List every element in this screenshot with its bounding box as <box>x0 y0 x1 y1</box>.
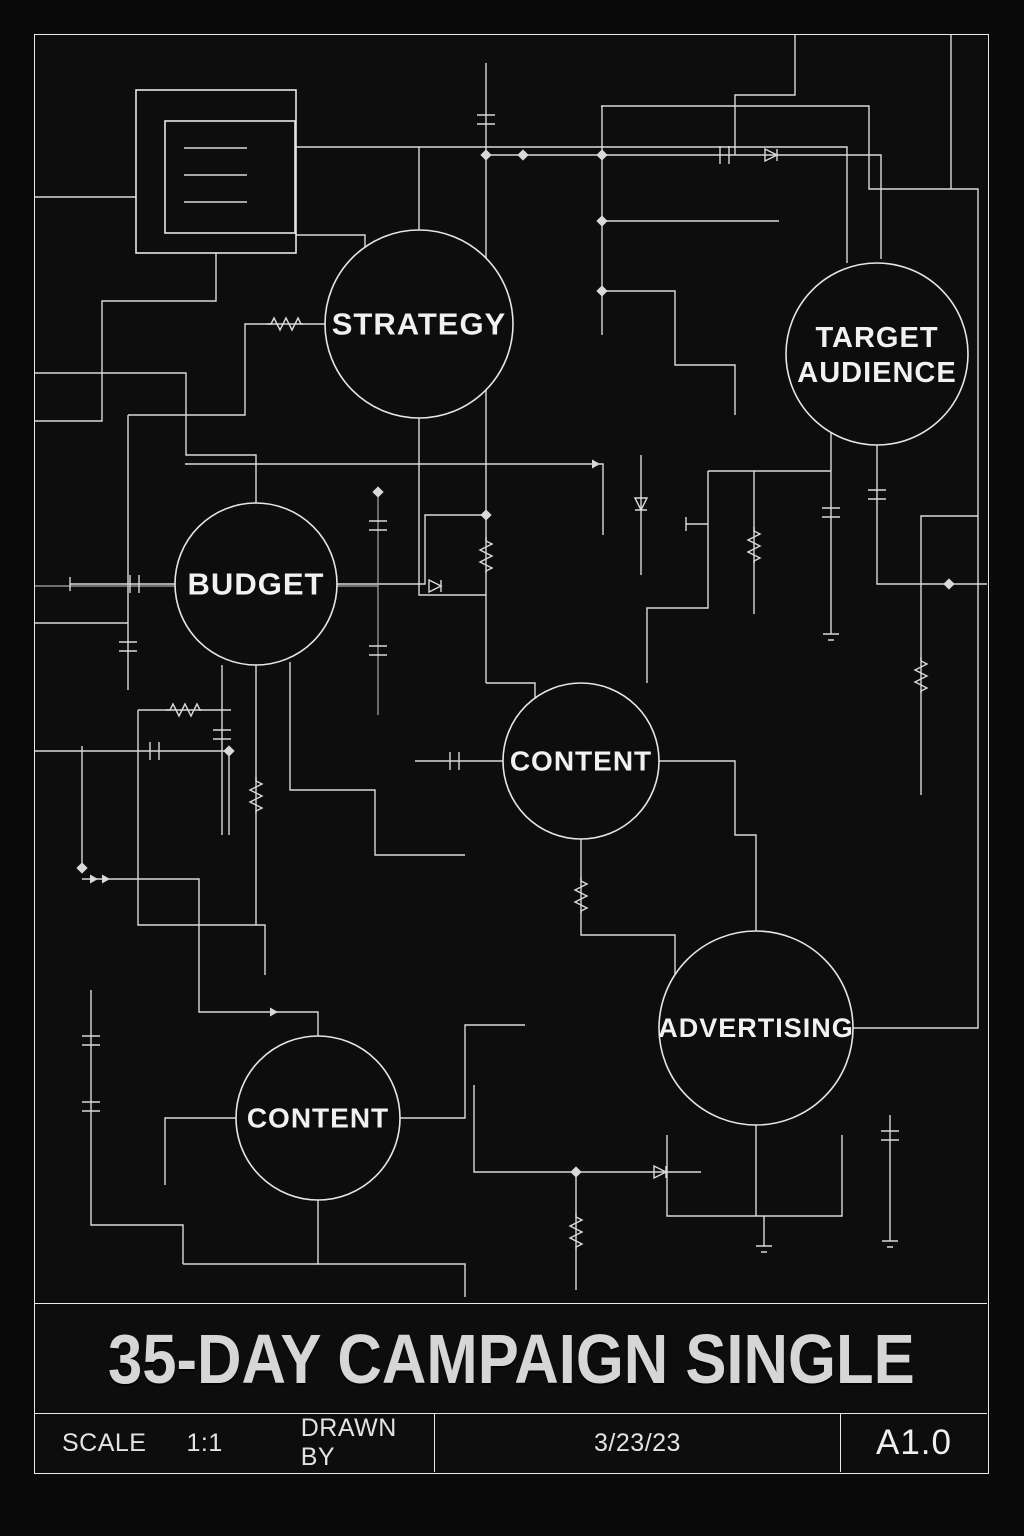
node-target-audience: TARGET AUDIENCE <box>785 262 969 446</box>
node-strategy: STRATEGY <box>324 229 514 419</box>
node-content-2-label: CONTENT <box>247 1103 389 1134</box>
document-icon <box>135 89 297 254</box>
node-target-audience-line2: AUDIENCE <box>797 357 956 389</box>
date-value: 3/23/23 <box>594 1428 681 1457</box>
node-strategy-label: STRATEGY <box>332 307 507 342</box>
date-cell: 3/23/23 <box>435 1414 841 1472</box>
sheet-number: A1.0 <box>876 1423 952 1462</box>
schematic-drawing: STRATEGY TARGET AUDIENCE BUDGET CONTENT … <box>35 35 987 1303</box>
title-block: 35-DAY CAMPAIGN SINGLE <box>35 1303 987 1413</box>
drawn-by-label: DRAWN BY <box>300 1414 397 1471</box>
scale-value: 1:1 <box>186 1428 223 1457</box>
node-content-label: CONTENT <box>510 746 652 777</box>
node-advertising: ADVERTISING <box>658 930 854 1126</box>
scale-cell: SCALE 1:1 DRAWN BY <box>35 1414 435 1472</box>
node-content: CONTENT <box>502 682 660 840</box>
node-content-2: CONTENT <box>235 1035 401 1201</box>
sheet-cell: A1.0 <box>841 1414 987 1472</box>
sheet-frame: STRATEGY TARGET AUDIENCE BUDGET CONTENT … <box>34 34 989 1474</box>
schematic-svg: STRATEGY TARGET AUDIENCE BUDGET CONTENT … <box>35 35 987 1297</box>
scale-label: SCALE <box>62 1428 147 1457</box>
poster-title: 35-DAY CAMPAIGN SINGLE <box>107 1319 915 1398</box>
node-budget-label: BUDGET <box>188 567 325 602</box>
node-target-audience-line1: TARGET <box>815 322 938 354</box>
node-advertising-label: ADVERTISING <box>658 1013 854 1043</box>
node-budget: BUDGET <box>174 502 338 666</box>
info-row: SCALE 1:1 DRAWN BY 3/23/23 A1.0 <box>35 1413 987 1472</box>
